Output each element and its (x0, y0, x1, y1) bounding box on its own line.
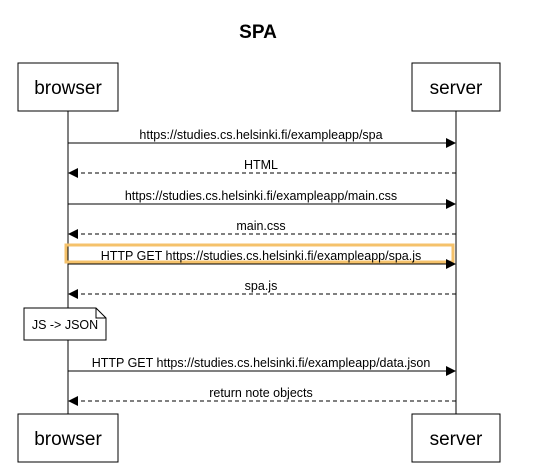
message-8: return note objects (68, 386, 456, 406)
message-label-7: HTTP GET https://studies.cs.helsinki.fi/… (92, 356, 431, 370)
message-label-5: HTTP GET https://studies.cs.helsinki.fi/… (101, 249, 422, 263)
highlight-box (64, 243, 455, 264)
actor-server-top-label: server (430, 78, 483, 99)
message-label-6: spa.js (245, 279, 278, 293)
messages-group: https://studies.cs.helsinki.fi/exampleap… (64, 128, 456, 406)
actor-browser-top: browser (17, 62, 119, 112)
message-5: HTTP GET https://studies.cs.helsinki.fi/… (64, 243, 456, 269)
note-label: JS -> JSON (32, 318, 98, 332)
message-label-4: main.css (236, 219, 285, 233)
diagram-title: SPA (239, 22, 277, 43)
actor-server-bottom: server (411, 413, 501, 463)
message-2: HTML (68, 158, 456, 178)
note: JS -> JSON (23, 307, 107, 341)
message-6: spa.js (68, 279, 456, 299)
actor-server-top: server (411, 62, 501, 112)
actor-browser-bottom-label: browser (34, 429, 102, 450)
message-3: https://studies.cs.helsinki.fi/exampleap… (68, 189, 456, 209)
actor-server-bottom-label: server (430, 429, 483, 450)
message-label-3: https://studies.cs.helsinki.fi/exampleap… (125, 189, 397, 203)
message-4: main.css (68, 219, 456, 239)
message-7: HTTP GET https://studies.cs.helsinki.fi/… (68, 356, 456, 376)
actor-browser-bottom: browser (17, 413, 119, 463)
message-1: https://studies.cs.helsinki.fi/exampleap… (68, 128, 456, 148)
actor-browser-top-label: browser (34, 78, 102, 99)
message-label-1: https://studies.cs.helsinki.fi/exampleap… (139, 128, 382, 142)
message-label-2: HTML (244, 158, 278, 172)
message-label-8: return note objects (209, 386, 313, 400)
